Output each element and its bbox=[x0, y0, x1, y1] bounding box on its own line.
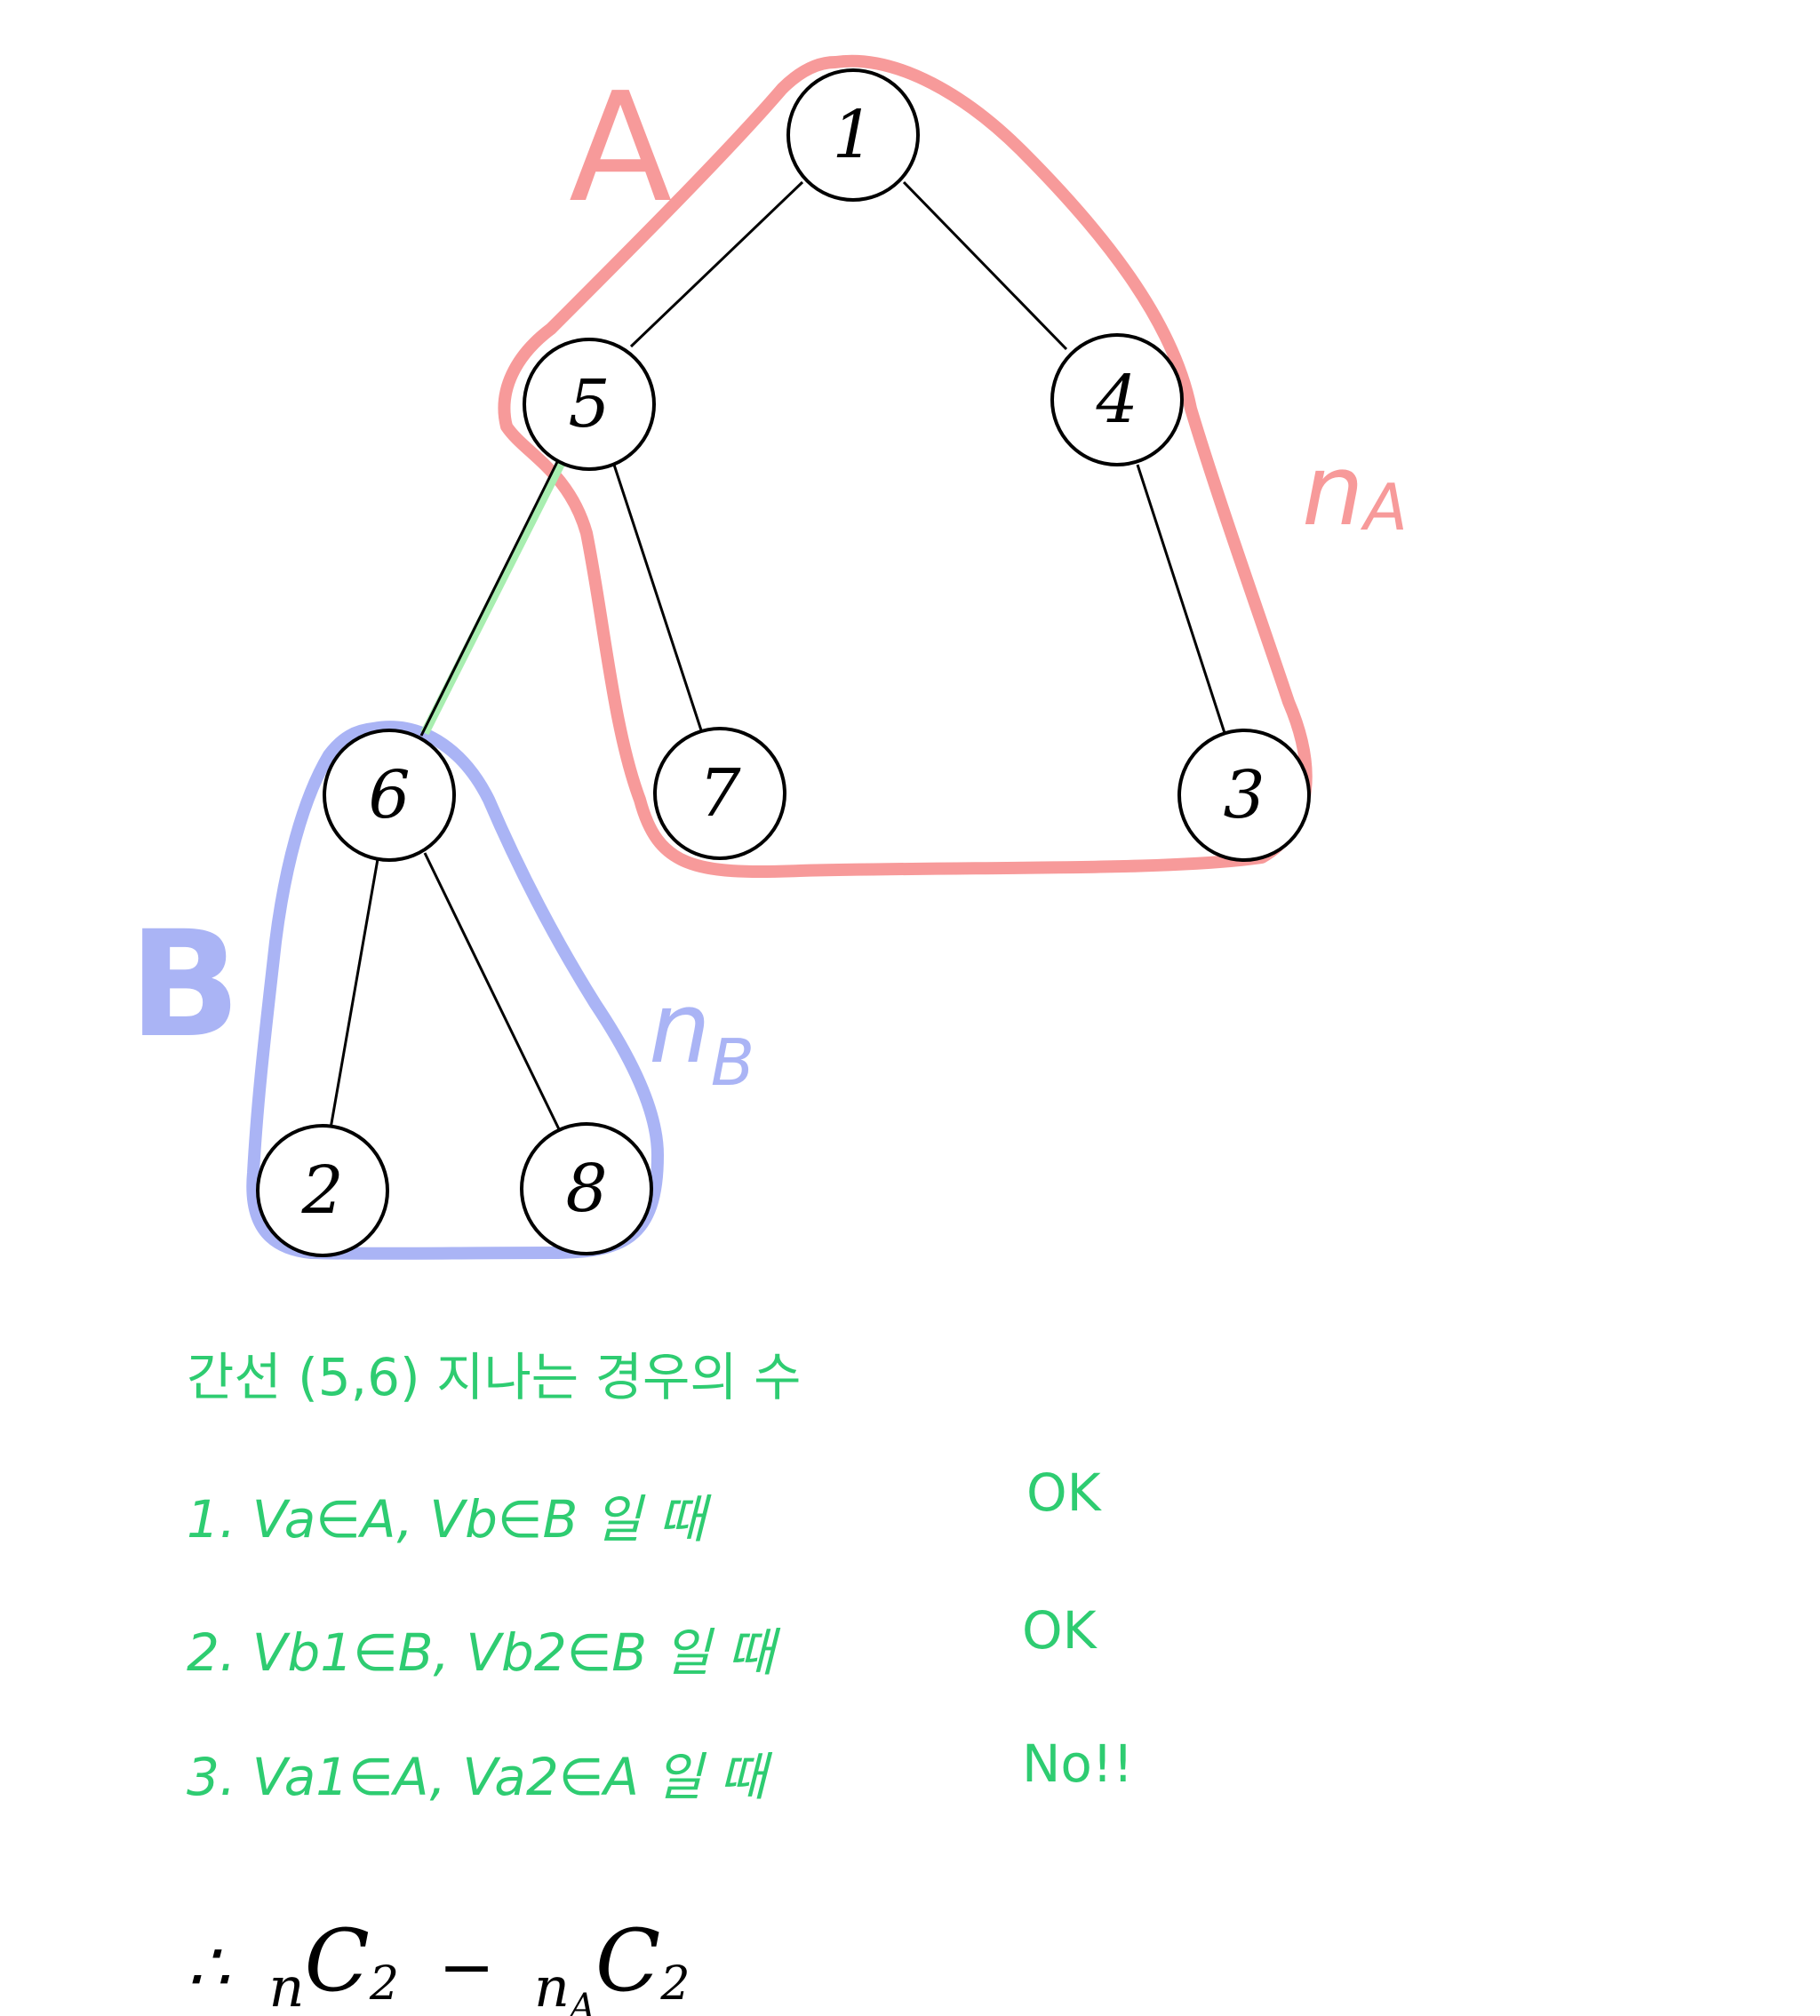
group-a-label: A bbox=[569, 60, 672, 236]
edge-5-7 bbox=[611, 461, 704, 734]
node-circle bbox=[1050, 333, 1184, 466]
formula-c1: C bbox=[304, 1911, 369, 2011]
node-circle bbox=[1177, 729, 1311, 862]
formula-minus: − bbox=[438, 1927, 495, 2006]
node-label: 5 bbox=[568, 366, 610, 442]
therefore-symbol: ∴ bbox=[187, 1927, 230, 2006]
edge-5-6 bbox=[419, 459, 560, 737]
edge-6-8 bbox=[423, 852, 562, 1132]
node-label: 2 bbox=[300, 1152, 343, 1229]
formula-two-1: 2 bbox=[369, 1957, 399, 2011]
group-b-count-n: n bbox=[649, 971, 711, 1085]
formula-c2: C bbox=[595, 1911, 660, 2011]
group-a-count-sub: A bbox=[1361, 470, 1408, 545]
edge-1-5 bbox=[629, 180, 804, 348]
tree-node: 5 bbox=[523, 338, 656, 471]
tree-node: 7 bbox=[653, 727, 786, 860]
node-circle bbox=[520, 1122, 653, 1255]
node-label: 7 bbox=[698, 755, 740, 832]
tree-node: 8 bbox=[520, 1122, 653, 1255]
group-b-count-label: nB bbox=[649, 971, 754, 1100]
group-a-outline bbox=[498, 54, 1313, 879]
tree-node: 2 bbox=[256, 1124, 389, 1257]
edge-5-6-highlight bbox=[420, 459, 566, 736]
case-1-result: OK bbox=[1026, 1462, 1103, 1523]
node-circle bbox=[786, 68, 920, 202]
formula-two-2: 2 bbox=[659, 1957, 690, 2011]
node-label: 8 bbox=[565, 1151, 607, 1227]
notes-title: 간선 (5,6) 지나는 경우의 수 bbox=[187, 1347, 801, 1407]
case-3-text: 3. Va1∈A, Va2∈A 일 때 bbox=[187, 1747, 773, 1807]
group-b-count-sub: B bbox=[711, 1025, 754, 1100]
result-formula: ∴ nC2 − nAC2 bbox=[187, 1911, 690, 2016]
node-label: 3 bbox=[1223, 757, 1265, 833]
group-a-count-n: n bbox=[1302, 434, 1364, 547]
node-circle bbox=[323, 729, 456, 862]
node-circle bbox=[523, 338, 656, 471]
node-circle bbox=[653, 727, 786, 860]
case-2-text: 2. Vb1∈B, Vb2∈B 일 때 bbox=[187, 1622, 781, 1683]
group-b-outline bbox=[246, 721, 664, 1260]
tree-node: 3 bbox=[1177, 729, 1311, 862]
edge-6-2 bbox=[329, 858, 379, 1129]
tree-node: 6 bbox=[323, 729, 456, 862]
edge-1-4 bbox=[902, 180, 1068, 351]
group-b-label: B bbox=[129, 899, 241, 1070]
node-circle bbox=[256, 1124, 389, 1257]
case-1-text: 1. Va∈A, Vb∈B 일 때 bbox=[187, 1489, 712, 1550]
node-label: 4 bbox=[1095, 362, 1138, 438]
edge-4-3 bbox=[1136, 464, 1226, 734]
formula-n-2: n bbox=[534, 1955, 570, 2016]
tree-node: 4 bbox=[1050, 333, 1184, 466]
formula-n: n bbox=[269, 1955, 305, 2016]
tree-node: 1 bbox=[786, 68, 920, 202]
case-3-result: No!! bbox=[1022, 1733, 1133, 1794]
formula-na-sub: A bbox=[566, 1987, 595, 2016]
case-2-result: OK bbox=[1022, 1600, 1098, 1661]
node-label: 1 bbox=[832, 97, 874, 173]
group-a-count-label: nA bbox=[1302, 434, 1408, 547]
node-label: 6 bbox=[368, 757, 410, 833]
